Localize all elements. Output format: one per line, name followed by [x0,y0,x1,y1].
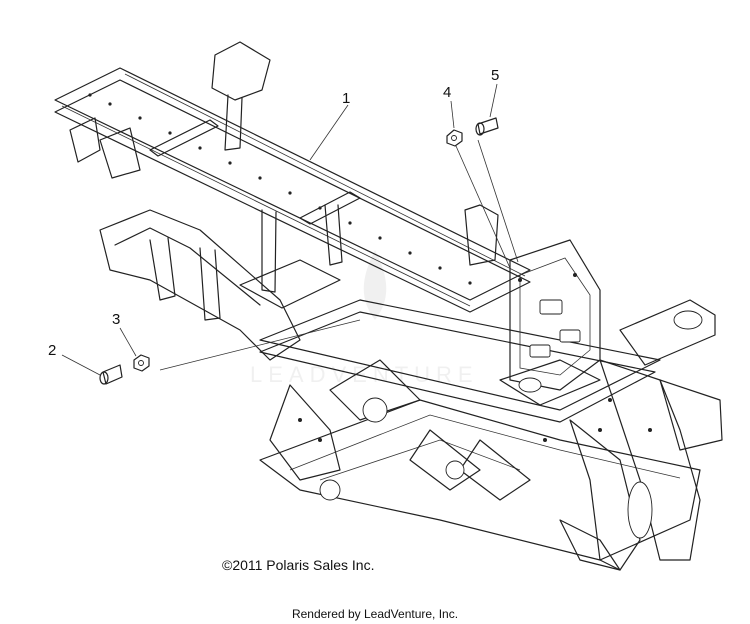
watermark-logo: LEADVENTURE [250,250,479,387]
callout-2: 2 [48,342,57,359]
bolt-2 [99,364,123,385]
upper-frame-rail [54,41,531,313]
nut-4 [446,129,463,147]
copyright-notice: ©2011 Polaris Sales Inc. [222,557,375,573]
bolt-5 [475,117,499,136]
svg-text:LEADVENTURE: LEADVENTURE [250,362,479,387]
leader-lines [61,83,519,376]
callout-4: 4 [443,84,452,101]
callout-5: 5 [491,67,500,84]
callout-1: 1 [342,90,351,107]
callout-3: 3 [112,311,121,328]
main-frame [99,209,723,571]
rendered-by-credit: Rendered by LeadVenture, Inc. [291,607,459,621]
nut-3 [133,354,150,372]
